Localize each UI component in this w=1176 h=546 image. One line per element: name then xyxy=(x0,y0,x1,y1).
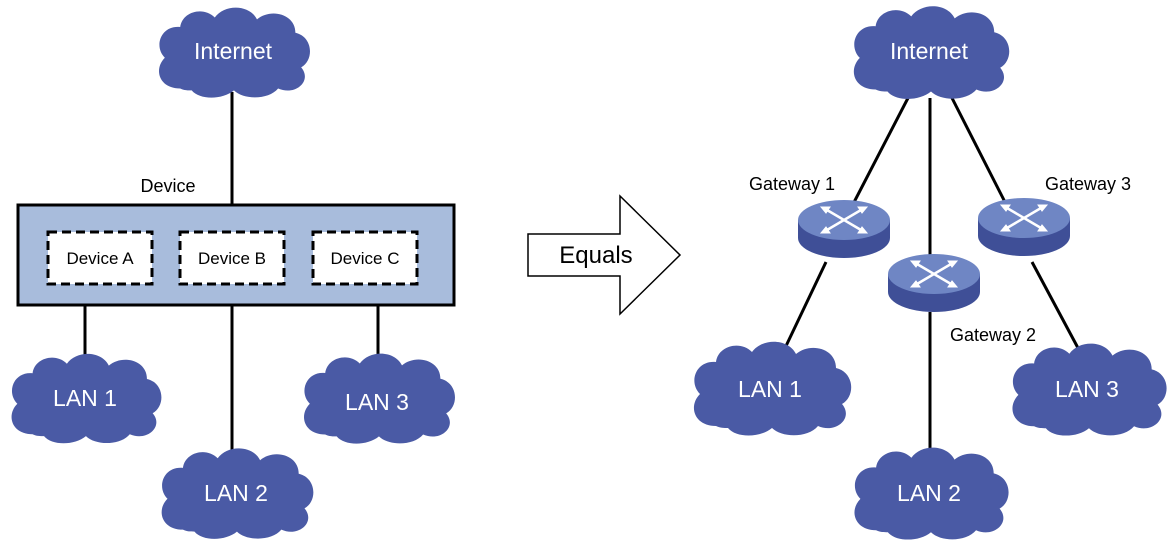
sub-device-c-label: Device C xyxy=(331,249,400,268)
right-lan2-label: LAN 2 xyxy=(897,480,961,506)
right-lan1-label: LAN 1 xyxy=(738,376,802,402)
right-lan3-label: LAN 3 xyxy=(1055,376,1119,402)
router-icon xyxy=(796,198,892,260)
gateway-1-label: Gateway 1 xyxy=(749,174,835,194)
right-lan3-cloud: LAN 3 xyxy=(1012,343,1167,436)
sub-device-b-label: Device B xyxy=(198,249,266,268)
sub-device-a-label: Device A xyxy=(66,249,134,268)
device-box: Device A Device B Device C xyxy=(16,203,456,307)
right-topology: Internet Gateway 1 Gateway 2 Gateway 3 L… xyxy=(693,6,1167,540)
arrow-icon xyxy=(527,194,682,316)
router-icon xyxy=(976,196,1072,258)
left-topology: Internet Device Device A Device B Device… xyxy=(11,7,456,539)
gateway-3: Gateway 3 xyxy=(976,174,1131,258)
gateway-1: Gateway 1 xyxy=(749,174,892,260)
gateway-2-label: Gateway 2 xyxy=(950,325,1036,345)
left-lan3-cloud: LAN 3 xyxy=(304,353,455,444)
gateway-3-label: Gateway 3 xyxy=(1045,174,1131,194)
left-lan2-label: LAN 2 xyxy=(204,480,268,506)
left-lan1-cloud: LAN 1 xyxy=(11,353,162,444)
left-internet-label: Internet xyxy=(194,38,273,64)
left-internet-cloud: Internet xyxy=(159,7,310,98)
internet-gateway1-link xyxy=(848,97,910,211)
equals-label: Equals xyxy=(559,242,632,269)
right-lan2-cloud: LAN 2 xyxy=(854,447,1009,540)
left-lan1-label: LAN 1 xyxy=(53,385,117,411)
gateway3-lan3-link xyxy=(1030,261,1080,349)
internet-gateway3-link xyxy=(950,97,1010,209)
gateway-2: Gateway 2 xyxy=(886,252,1036,345)
equals-arrow: Equals xyxy=(527,194,682,316)
sub-device-b: Device B xyxy=(178,230,286,286)
left-lan2-cloud: LAN 2 xyxy=(161,448,314,539)
sub-device-c: Device C xyxy=(311,230,419,286)
left-lan3-label: LAN 3 xyxy=(345,389,409,415)
right-lan1-cloud: LAN 1 xyxy=(693,341,852,436)
right-internet-label: Internet xyxy=(890,38,969,64)
right-internet-cloud: Internet xyxy=(853,6,1010,99)
device-label: Device xyxy=(140,176,195,196)
gateway1-lan1-link xyxy=(784,261,828,347)
sub-device-a: Device A xyxy=(46,230,154,286)
router-icon xyxy=(886,252,982,314)
